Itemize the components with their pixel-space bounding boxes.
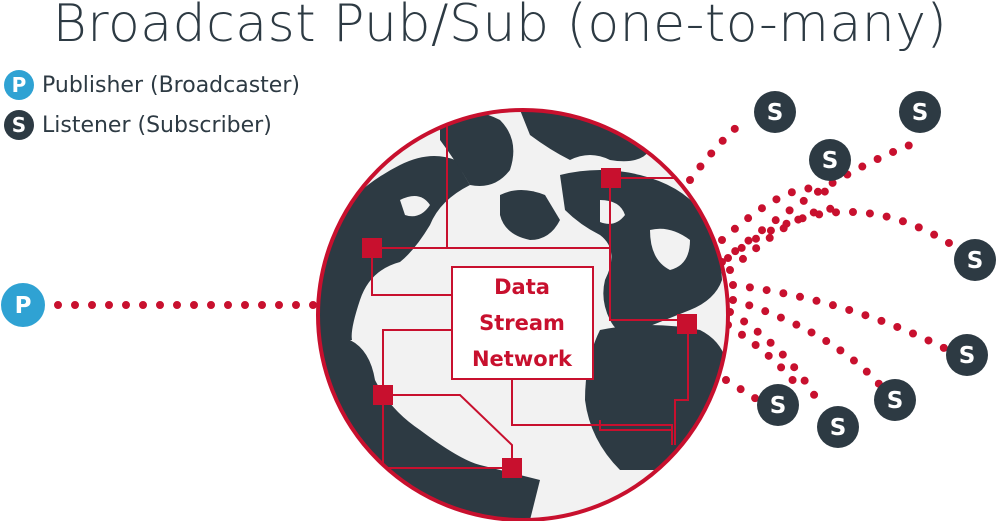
publisher-node: P [1, 283, 45, 327]
globe [316, 108, 730, 521]
network-node [373, 385, 393, 405]
legend-listener-label: Listener (Subscriber) [42, 112, 272, 138]
network-label-line-2: Stream [479, 311, 565, 335]
network-label-box [451, 266, 594, 380]
subscriber-letter: S [767, 100, 784, 126]
subscriber-letter: S [830, 415, 847, 441]
subscriber-letter: S [770, 393, 787, 419]
subscriber-icon [754, 91, 796, 133]
subscriber-letter: S [912, 100, 929, 126]
sub-line [718, 141, 914, 266]
subscriber-node: S [899, 91, 941, 133]
subscriber-icon [757, 384, 799, 426]
subscriber-letter: S [822, 148, 839, 174]
sub-line [729, 281, 952, 354]
legend-publisher-label: Publisher (Broadcaster) [42, 72, 300, 98]
subscriber-node: S [874, 379, 916, 421]
sub-line [726, 204, 844, 274]
subscriber-icon [954, 239, 996, 281]
network-label-line-1: Data [494, 275, 550, 299]
legend-listener: S Listener (Subscriber) [4, 110, 272, 140]
subscriber-connection-lines [686, 116, 964, 409]
page-title: Broadcast Pub/Sub (one-to-many) [52, 0, 948, 54]
legend-publisher: P Publisher (Broadcaster) [4, 70, 300, 100]
subscriber-node: S [946, 334, 988, 376]
subscriber-nodes: S S S S S S S S [754, 91, 996, 448]
subscriber-letter: S [887, 388, 904, 414]
subscriber-icon [899, 91, 941, 133]
sub-line [722, 376, 762, 404]
subscriber-letter: S [967, 248, 984, 274]
publisher-node-letter: P [15, 293, 32, 319]
subscriber-icon [946, 334, 988, 376]
subscriber-icon [817, 406, 859, 448]
network-node [362, 238, 382, 258]
network-node [677, 314, 697, 334]
subscriber-node: S [757, 384, 799, 426]
network-nodes [362, 168, 697, 478]
network-label-line-3: Network [472, 347, 573, 371]
subscriber-legend-icon: S [4, 110, 34, 140]
network-node [601, 168, 621, 188]
sub-line [718, 184, 834, 244]
sub-line [686, 116, 749, 184]
subscriber-node: S [954, 239, 996, 281]
subscriber-node: S [817, 406, 859, 448]
sub-line [729, 296, 884, 389]
subscriber-node: S [754, 91, 796, 133]
subscriber-letter: S [959, 343, 976, 369]
subscriber-icon [874, 379, 916, 421]
subscriber-icon [809, 139, 851, 181]
sub-line [724, 321, 804, 394]
network-node [502, 458, 522, 478]
sub-line [724, 207, 964, 262]
subscriber-node: S [809, 139, 851, 181]
publisher-legend-icon: P [4, 70, 34, 100]
sub-line [726, 308, 824, 409]
